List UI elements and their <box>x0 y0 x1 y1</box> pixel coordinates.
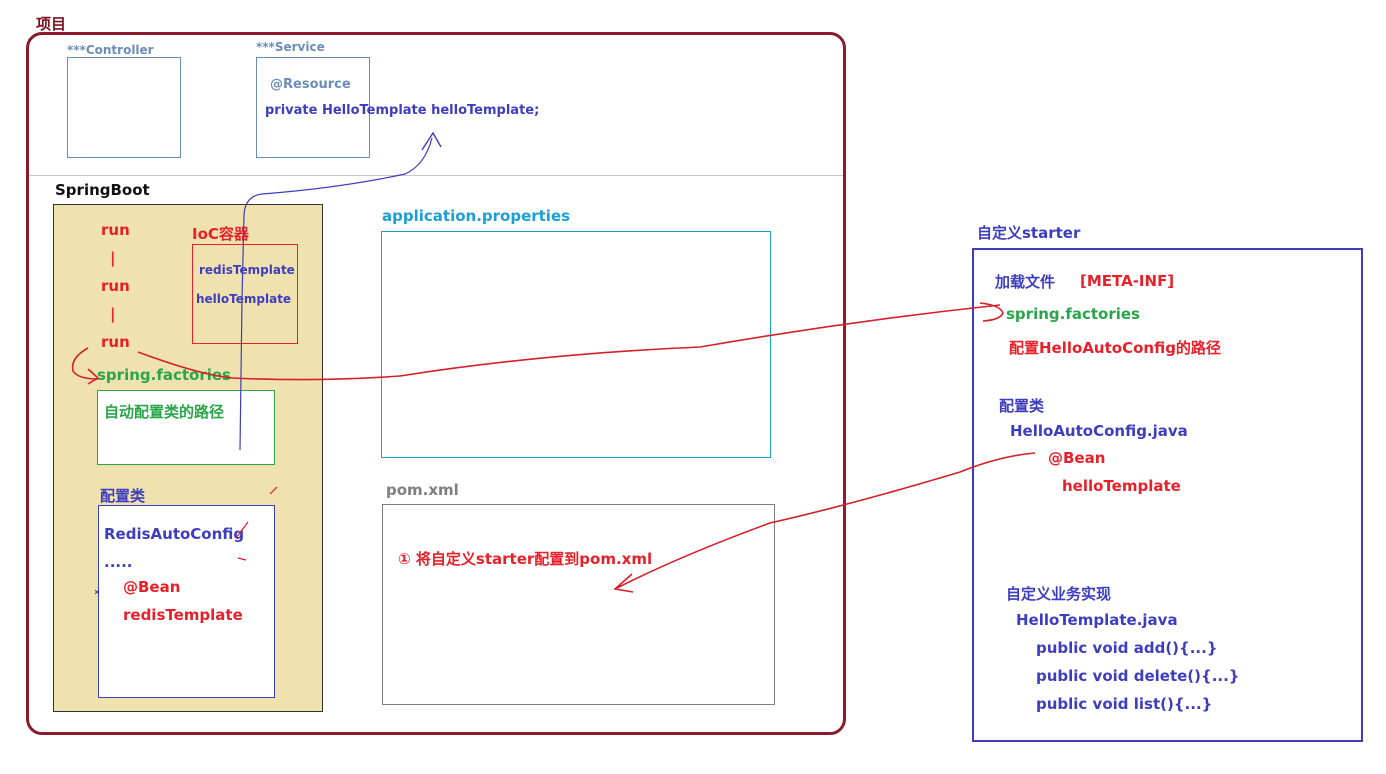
hello-bean-annotation: @Bean <box>1048 449 1106 467</box>
biz-title: 自定义业务实现 <box>1006 585 1112 603</box>
pom-title: pom.xml <box>386 481 459 499</box>
redis-bean-name: redisTemplate <box>123 606 243 624</box>
starter-config-title: 配置类 <box>999 397 1045 415</box>
app-properties-title: application.properties <box>382 207 571 225</box>
service-label: ***Service <box>256 40 325 54</box>
run-step-1: run <box>101 221 130 239</box>
springboot-config-title: 配置类 <box>100 487 146 505</box>
controller-box <box>67 57 181 158</box>
method-list: public void list(){...} <box>1036 695 1213 713</box>
method-delete: public void delete(){...} <box>1036 667 1240 685</box>
ioc-item-redistemplate: redisTemplate <box>199 263 295 277</box>
redis-auto-config-label: RedisAutoConfig <box>104 525 245 543</box>
pom-note: ① 将自定义starter配置到pom.xml <box>398 550 653 568</box>
springboot-factories: spring.factories <box>97 366 231 384</box>
redis-bean-annotation: @Bean <box>123 578 181 596</box>
app-properties-box <box>381 231 771 458</box>
run-separator-2: | <box>110 305 116 323</box>
service-annotation: @Resource <box>270 77 351 92</box>
config-ellipsis: ..... <box>104 553 133 571</box>
springboot-title: SpringBoot <box>55 181 150 199</box>
project-title: 项目 <box>36 15 67 33</box>
ioc-item-hellotemplate: helloTemplate <box>196 292 292 306</box>
starter-factories: spring.factories <box>1006 305 1140 323</box>
method-add: public void add(){...} <box>1036 639 1218 657</box>
run-separator-1: | <box>110 249 116 267</box>
ioc-title: IoC容器 <box>192 225 249 243</box>
run-step-2: run <box>101 277 130 295</box>
run-step-3: run <box>101 333 130 351</box>
hello-bean-name: helloTemplate <box>1062 477 1181 495</box>
starter-meta-inf: [META-INF] <box>1080 272 1175 290</box>
starter-title: 自定义starter <box>977 224 1081 242</box>
pom-box <box>382 504 775 705</box>
project-frame <box>26 32 846 735</box>
hello-auto-config-label: HelloAutoConfig.java <box>1010 422 1188 440</box>
controller-label: ***Controller <box>67 43 154 57</box>
starter-config-path: 配置HelloAutoConfig的路径 <box>1009 339 1221 357</box>
starter-load-file: 加载文件 <box>995 273 1056 291</box>
layer-divider <box>29 175 843 176</box>
service-field: private HelloTemplate helloTemplate; <box>265 103 540 118</box>
auto-config-path-label: 自动配置类的路径 <box>104 403 225 421</box>
hello-template-label: HelloTemplate.java <box>1016 611 1178 629</box>
